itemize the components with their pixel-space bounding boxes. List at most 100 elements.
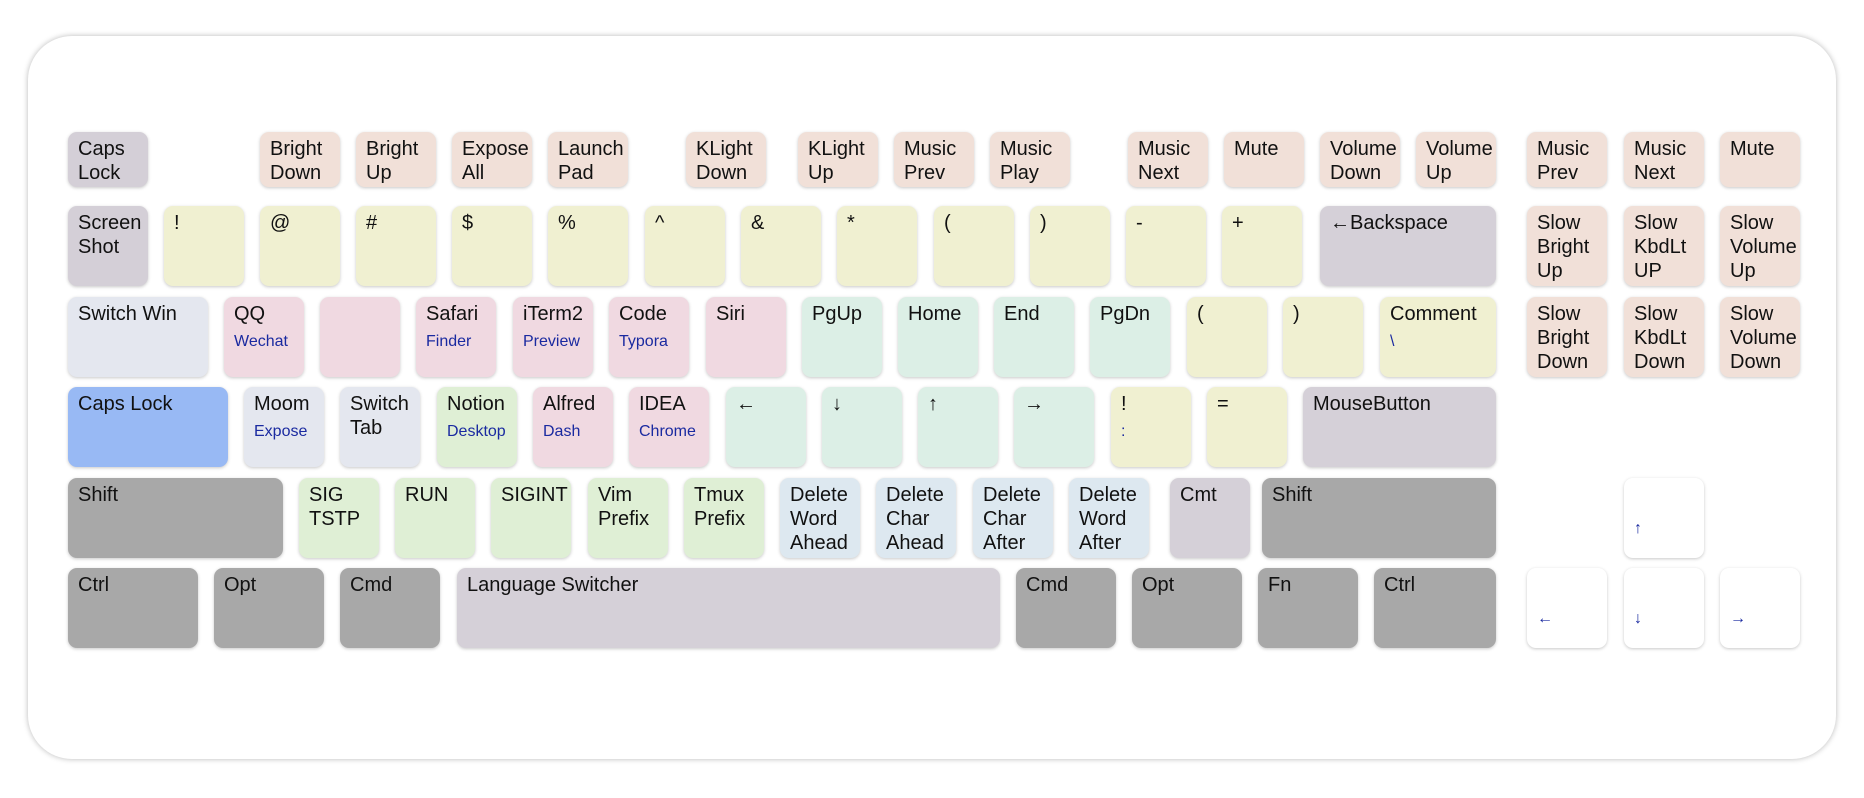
key-pgdn[interactable]: PgDn bbox=[1090, 297, 1170, 377]
key-delete-word-ahead[interactable]: Delete Word Ahead bbox=[780, 478, 860, 558]
key-fn[interactable]: Fn bbox=[1258, 568, 1358, 648]
key-label: PgDn bbox=[1100, 303, 1151, 325]
key-sigint[interactable]: SIGINT bbox=[491, 478, 571, 558]
key-label: IDEA bbox=[639, 393, 686, 415]
key-bang-colon[interactable]: !: bbox=[1111, 387, 1191, 467]
key-nav-arrow-right[interactable]: → bbox=[1720, 568, 1800, 648]
key-arrow-left[interactable]: ← bbox=[726, 387, 806, 467]
key-left-paren[interactable]: ( bbox=[934, 206, 1014, 286]
key-switch-tab[interactable]: Switch Tab bbox=[340, 387, 420, 467]
key-delete-char-after[interactable]: Delete Char After bbox=[973, 478, 1053, 558]
key-ampersand[interactable]: & bbox=[741, 206, 821, 286]
key-run[interactable]: RUN bbox=[395, 478, 475, 558]
key-numpad-music-next[interactable]: Music Next bbox=[1624, 132, 1704, 187]
key-left-shift[interactable]: Shift bbox=[68, 478, 283, 558]
key-plus[interactable]: + bbox=[1222, 206, 1302, 286]
key-left-cmd[interactable]: Cmd bbox=[340, 568, 440, 648]
key-at[interactable]: @ bbox=[260, 206, 340, 286]
key-label: KLight Down bbox=[696, 138, 753, 184]
key-right-cmd[interactable]: Cmd bbox=[1016, 568, 1116, 648]
key-label: Music Next bbox=[1138, 138, 1191, 184]
key-left-ctrl[interactable]: Ctrl bbox=[68, 568, 198, 648]
key-label: Ctrl bbox=[1384, 574, 1416, 596]
key-numpad-music-prev[interactable]: Music Prev bbox=[1527, 132, 1607, 187]
key-bright-up[interactable]: Bright Up bbox=[356, 132, 436, 187]
key-left-opt[interactable]: Opt bbox=[214, 568, 324, 648]
key-pgup[interactable]: PgUp bbox=[802, 297, 882, 377]
key-expose-all[interactable]: Expose All bbox=[452, 132, 532, 187]
key-tmux-prefix[interactable]: Tmux Prefix bbox=[684, 478, 764, 558]
key-sublabel: \ bbox=[1390, 333, 1395, 350]
key-right-ctrl[interactable]: Ctrl bbox=[1374, 568, 1496, 648]
key-screenshot[interactable]: Screen Shot bbox=[68, 206, 148, 286]
key-label: ← bbox=[736, 393, 756, 415]
key-mouse-button[interactable]: MouseButton bbox=[1303, 387, 1496, 467]
key-arrow-right[interactable]: → bbox=[1014, 387, 1094, 467]
key-right-opt[interactable]: Opt bbox=[1132, 568, 1242, 648]
key-bright-down[interactable]: Bright Down bbox=[260, 132, 340, 187]
key-right-paren[interactable]: ) bbox=[1030, 206, 1110, 286]
key-slow-bright-up[interactable]: Slow Bright Up bbox=[1527, 206, 1607, 286]
key-caret[interactable]: ^ bbox=[645, 206, 725, 286]
key-klight-up[interactable]: KLight Up bbox=[798, 132, 878, 187]
key-volume-down[interactable]: Volume Down bbox=[1320, 132, 1400, 187]
key-label: ( bbox=[944, 212, 951, 234]
key-hash[interactable]: # bbox=[356, 206, 436, 286]
key-klight-down[interactable]: KLight Down bbox=[686, 132, 766, 187]
key-nav-arrow-up[interactable]: ↑ bbox=[1624, 478, 1704, 558]
key-vim-prefix[interactable]: Vim Prefix bbox=[588, 478, 668, 558]
key-music-next[interactable]: Music Next bbox=[1128, 132, 1208, 187]
key-siri[interactable]: Siri bbox=[706, 297, 786, 377]
key-numpad-mute[interactable]: Mute bbox=[1720, 132, 1800, 187]
key-slow-volume-down[interactable]: Slow Volume Down bbox=[1720, 297, 1800, 377]
key-comment[interactable]: Comment\ bbox=[1380, 297, 1496, 377]
key-music-play[interactable]: Music Play bbox=[990, 132, 1070, 187]
key-label: Switch Win bbox=[78, 303, 177, 325]
key-equals[interactable]: = bbox=[1207, 387, 1287, 467]
key-launch-pad[interactable]: Launch Pad bbox=[548, 132, 628, 187]
key-delete-char-ahead[interactable]: Delete Char Ahead bbox=[876, 478, 956, 558]
key-mute[interactable]: Mute bbox=[1224, 132, 1304, 187]
key-minus[interactable]: - bbox=[1126, 206, 1206, 286]
key-caps-lock-fn[interactable]: Caps Lock bbox=[68, 132, 148, 187]
key-nav-right-paren[interactable]: ) bbox=[1283, 297, 1363, 377]
key-home[interactable]: Home bbox=[898, 297, 978, 377]
key-language-switcher[interactable]: Language Switcher bbox=[457, 568, 1000, 648]
key-slow-volume-up[interactable]: Slow Volume Up bbox=[1720, 206, 1800, 286]
key-backspace[interactable]: ←Backspace bbox=[1320, 206, 1496, 286]
key-asterisk[interactable]: * bbox=[837, 206, 917, 286]
key-blank[interactable] bbox=[320, 297, 400, 377]
key-label: ! bbox=[1121, 393, 1127, 415]
key-dollar[interactable]: $ bbox=[452, 206, 532, 286]
key-slow-bright-down[interactable]: Slow Bright Down bbox=[1527, 297, 1607, 377]
key-delete-word-after[interactable]: Delete Word After bbox=[1069, 478, 1149, 558]
key-music-prev[interactable]: Music Prev bbox=[894, 132, 974, 187]
key-label: → bbox=[1024, 393, 1044, 415]
key-arrow-down[interactable]: ↓ bbox=[822, 387, 902, 467]
key-label: MouseButton bbox=[1313, 393, 1431, 415]
key-switch-win[interactable]: Switch Win bbox=[68, 297, 208, 377]
key-slow-kbdlt-down[interactable]: Slow KbdLt Down bbox=[1624, 297, 1704, 377]
key-label: Tmux Prefix bbox=[694, 484, 746, 530]
key-caps-lock[interactable]: Caps Lock bbox=[68, 387, 228, 467]
key-end[interactable]: End bbox=[994, 297, 1074, 377]
key-volume-up[interactable]: Volume Up bbox=[1416, 132, 1496, 187]
key-nav-left-paren[interactable]: ( bbox=[1187, 297, 1267, 377]
key-cmt[interactable]: Cmt bbox=[1170, 478, 1250, 558]
key-nav-arrow-left[interactable]: ← bbox=[1527, 568, 1607, 648]
key-sig-tstp[interactable]: SIG TSTP bbox=[299, 478, 379, 558]
key-right-shift[interactable]: Shift bbox=[1262, 478, 1496, 558]
key-nav-arrow-down[interactable]: ↓ bbox=[1624, 568, 1704, 648]
key-percent[interactable]: % bbox=[548, 206, 628, 286]
key-slow-kbdlt-up[interactable]: Slow KbdLt UP bbox=[1624, 206, 1704, 286]
key-arrow-up[interactable]: ↑ bbox=[918, 387, 998, 467]
key-exclamation[interactable]: ! bbox=[164, 206, 244, 286]
